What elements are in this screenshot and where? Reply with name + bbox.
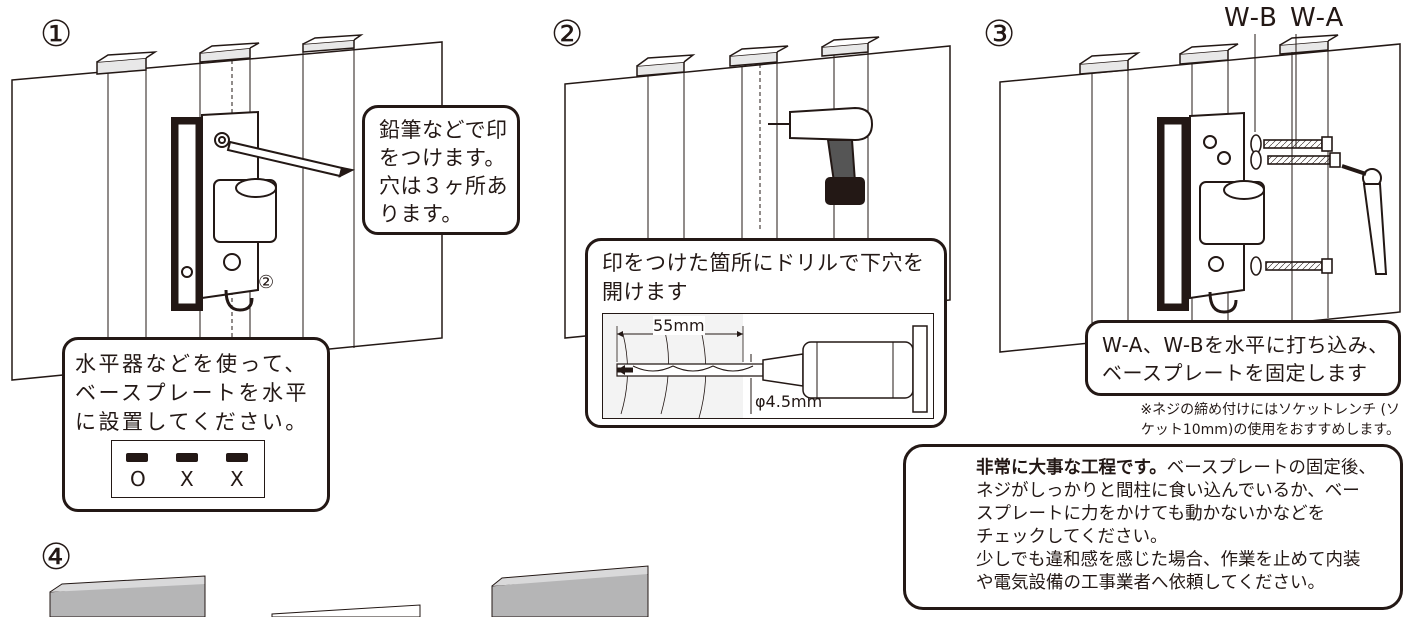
step2-number: ② <box>551 14 584 55</box>
warning-line-3: スプレートに力をかけても動かないかなどを <box>976 504 1326 524</box>
socket-note: ※ネジの締め付けにはソケットレンチ (ソ ケット10mm)の使用をおすすめします… <box>1140 402 1400 438</box>
step2-drill-callout: 印をつけた箇所にドリルで下穴を 開けます 55mm φ4.5mm <box>585 238 947 428</box>
screw-label-leaders <box>1254 34 1297 148</box>
step1-number: ① <box>40 14 73 55</box>
level-examples: O X X <box>111 440 265 498</box>
step1-pencil <box>226 140 356 178</box>
diameter-label: φ4.5mm <box>755 392 823 411</box>
level-mark-ng: X <box>230 467 244 491</box>
socket-wrench-icon <box>1341 164 1388 275</box>
step3-number: ③ <box>983 14 1016 55</box>
step1-level-text: 水平器などを使って、 ベースプレートを水平 に設置してください。 <box>75 352 309 434</box>
screws-icon <box>1250 134 1341 276</box>
screw-label-wa: W-A <box>1290 3 1345 33</box>
step1-level-callout: 水平器などを使って、 ベースプレートを水平 に設置してください。 O X X <box>62 337 330 512</box>
level-icon <box>126 453 148 462</box>
warning-text: 非常に大事な工程です。ベースプレートの固定後、 ネジがしっかりと間柱に食い込んで… <box>976 457 1396 595</box>
step1-pencil-callout: 鉛筆などで印 をつけます。 穴は３ヶ所あ ります。 <box>362 105 520 235</box>
level-mark-ok: O <box>130 467 146 491</box>
step3-fix-text: W-A、W-Bを水平に打ち込み、 ベースプレートを固定します <box>1102 333 1389 385</box>
warning-line-4: チェックしてください。 <box>976 527 1168 547</box>
step1-pencil-text: 鉛筆などで印 をつけます。 穴は３ヶ所あ ります。 <box>379 118 508 226</box>
depth-label: 55mm <box>653 316 705 335</box>
step1-base-plate <box>171 110 277 312</box>
warning-line-2: ネジがしっかりと間柱に食い込んでいるか、ベー <box>976 481 1360 501</box>
step2-drill-text: 印をつけた箇所にドリルで下穴を 開けます <box>602 251 925 304</box>
warning-line-1-rest: ベースプレートの固定後、 <box>1166 458 1376 478</box>
drill-bit-diagram <box>603 314 928 418</box>
screw-label-wb: W-B <box>1224 3 1278 33</box>
step4-number: ④ <box>40 537 73 578</box>
hole-marker-label: ② <box>258 272 274 293</box>
step3-fix-callout: W-A、W-Bを水平に打ち込み、 ベースプレートを固定します <box>1085 320 1401 396</box>
warning-emphasis: 非常に大事な工程です。 <box>976 458 1167 478</box>
drill-depth-diagram: 55mm φ4.5mm <box>602 313 934 419</box>
warning-line-5: 少しでも違和感を感じた場合、作業を止めて内装 <box>976 550 1361 570</box>
warning-box: 非常に大事な工程です。ベースプレートの固定後、 ネジがしっかりと間柱に食い込んで… <box>903 444 1403 610</box>
step4-partitions <box>49 565 649 617</box>
warning-line-1: 非常に大事な工程です。ベースプレートの固定後、 <box>976 457 1396 480</box>
level-mark-ng: X <box>180 467 194 491</box>
step3-base-plate <box>1157 111 1265 314</box>
level-icon <box>226 453 248 462</box>
level-icon <box>176 453 198 462</box>
warning-line-6: や電気設備の工事業者へ依頼してください。 <box>976 573 1325 593</box>
drill-icon <box>768 106 874 205</box>
